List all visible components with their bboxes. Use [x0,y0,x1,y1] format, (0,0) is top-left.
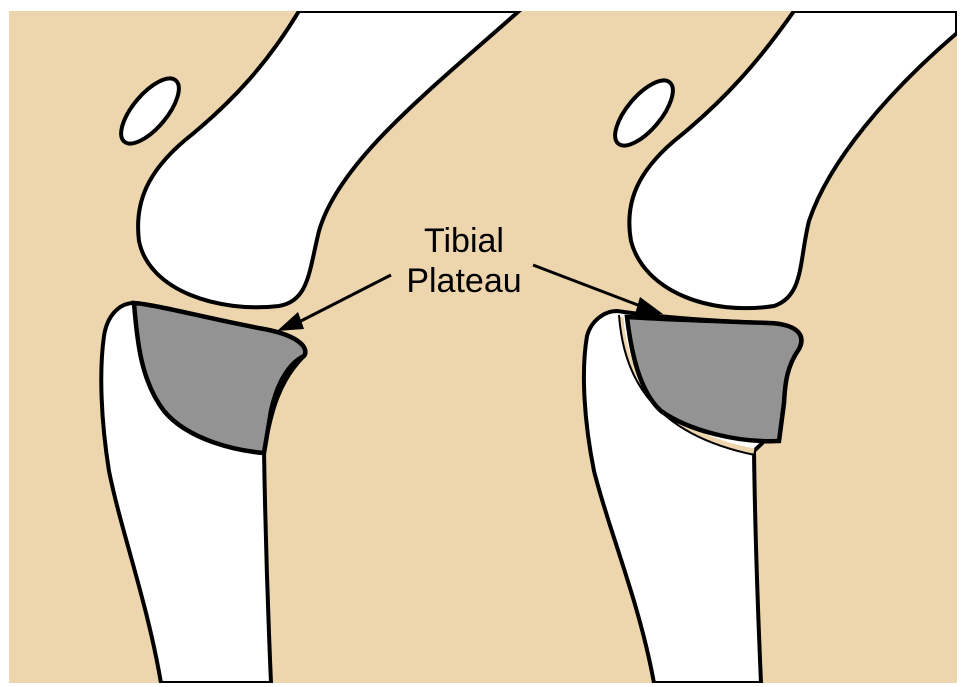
diagram-panel: Tibial Plateau [9,11,957,683]
knee-diagram: Tibial Plateau [9,11,957,683]
label-line-2: Plateau [406,262,521,300]
label-line-1: Tibial [424,222,504,260]
